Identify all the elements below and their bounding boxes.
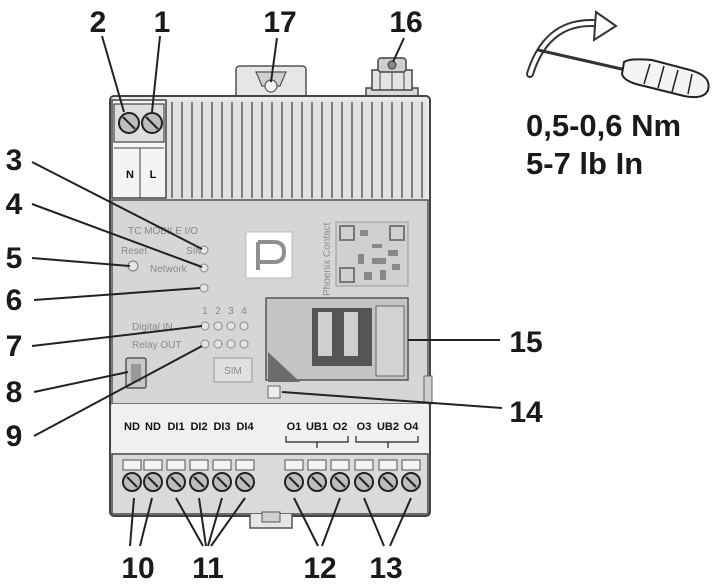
led-column-3: 3 bbox=[228, 306, 234, 317]
label-nd2: ND bbox=[145, 421, 161, 433]
power-terminal-block: N L bbox=[111, 99, 167, 199]
led-label-network: Network bbox=[150, 264, 188, 275]
sim-eject-button[interactable] bbox=[267, 385, 281, 399]
panel-vertical-text: Phoenix Contact bbox=[322, 222, 333, 296]
terminal-screw-o4[interactable] bbox=[401, 459, 421, 492]
label-o4: O4 bbox=[404, 421, 420, 433]
qr-code bbox=[335, 221, 409, 287]
led-power bbox=[199, 283, 209, 293]
terminal-screw-di3[interactable] bbox=[212, 459, 232, 492]
led-column-4: 4 bbox=[241, 306, 247, 317]
label-di2: DI2 bbox=[190, 421, 207, 433]
terminal-screw-di4[interactable] bbox=[235, 459, 255, 492]
label-di1: DI1 bbox=[167, 421, 184, 433]
callout-10: 10 bbox=[121, 552, 154, 585]
led-sim bbox=[199, 245, 209, 255]
label-ub1: UB1 bbox=[306, 421, 328, 433]
callout-1: 1 bbox=[154, 6, 171, 39]
led-label-sim: SIM bbox=[186, 246, 204, 257]
sim-slot-label-text: SIM bbox=[224, 366, 242, 377]
label-o1: O1 bbox=[287, 421, 302, 433]
callout-4: 4 bbox=[6, 188, 23, 221]
label-ub2: UB2 bbox=[377, 421, 399, 433]
callout-12: 12 bbox=[303, 552, 336, 585]
label-di3: DI3 bbox=[213, 421, 230, 433]
callout-14: 14 bbox=[509, 396, 543, 429]
callout-17: 17 bbox=[263, 6, 296, 39]
sim-card-holder[interactable] bbox=[265, 297, 409, 382]
callout-3: 3 bbox=[6, 144, 23, 177]
terminal-screw-o3[interactable] bbox=[354, 459, 374, 492]
callout-13: 13 bbox=[369, 552, 402, 585]
led-row-digital-in bbox=[200, 321, 249, 331]
callout-9: 9 bbox=[6, 420, 23, 453]
led-label-digital-in: Digital IN bbox=[132, 322, 173, 333]
terminal-screw-di2[interactable] bbox=[189, 459, 209, 492]
label-nd1: ND bbox=[124, 421, 140, 433]
led-column-2: 2 bbox=[215, 306, 221, 317]
cooling-ribs bbox=[171, 102, 423, 198]
panel-title: TC MOBILE I/O bbox=[128, 226, 198, 237]
terminal-label-n: N bbox=[126, 169, 134, 181]
terminal-screw-di1[interactable] bbox=[166, 459, 186, 492]
callout-2: 2 bbox=[90, 6, 107, 39]
sim-slot-label bbox=[213, 357, 253, 383]
label-o2: O2 bbox=[333, 421, 348, 433]
led-row-relay-out bbox=[200, 339, 249, 349]
callout-15: 15 bbox=[509, 326, 542, 359]
torque-metric: 0,5-0,6 Nm bbox=[526, 108, 681, 143]
label-o3: O3 bbox=[357, 421, 372, 433]
torque-imperial: 5-7 lb In bbox=[526, 146, 643, 181]
led-column-1: 1 bbox=[202, 306, 208, 317]
callout-8: 8 bbox=[6, 376, 23, 409]
screwdriver-icon bbox=[526, 10, 710, 99]
terminal-screw-o1[interactable] bbox=[284, 459, 304, 492]
terminal-label-l: L bbox=[150, 169, 157, 181]
terminal-screw-ub1[interactable] bbox=[307, 459, 327, 492]
callout-6: 6 bbox=[6, 284, 23, 317]
callout-11: 11 bbox=[192, 552, 224, 585]
label-di4: DI4 bbox=[236, 421, 254, 433]
bottom-terminal-screws bbox=[122, 459, 421, 492]
terminal-screw-o2[interactable] bbox=[330, 459, 350, 492]
terminal-screw-nd2[interactable] bbox=[143, 459, 163, 492]
callout-numbers: 1 2 17 16 3 4 5 6 7 8 9 15 14 10 11 12 1… bbox=[6, 6, 543, 585]
terminal-labels: ND ND DI1 DI2 DI3 DI4 O1 UB1 O2 O3 UB2 O… bbox=[124, 421, 419, 433]
led-network bbox=[199, 263, 209, 273]
callout-7: 7 bbox=[6, 330, 23, 363]
antenna-connector bbox=[365, 57, 419, 101]
leader-lines bbox=[31, 35, 503, 547]
led-label-reset: Reset bbox=[121, 246, 147, 257]
led-label-relay-out: Relay OUT bbox=[132, 340, 181, 351]
callout-16: 16 bbox=[389, 6, 422, 39]
terminal-screw-ub2[interactable] bbox=[378, 459, 398, 492]
callout-5: 5 bbox=[6, 242, 23, 275]
brand-logo bbox=[245, 231, 293, 279]
terminal-screw-nd1[interactable] bbox=[122, 459, 142, 492]
